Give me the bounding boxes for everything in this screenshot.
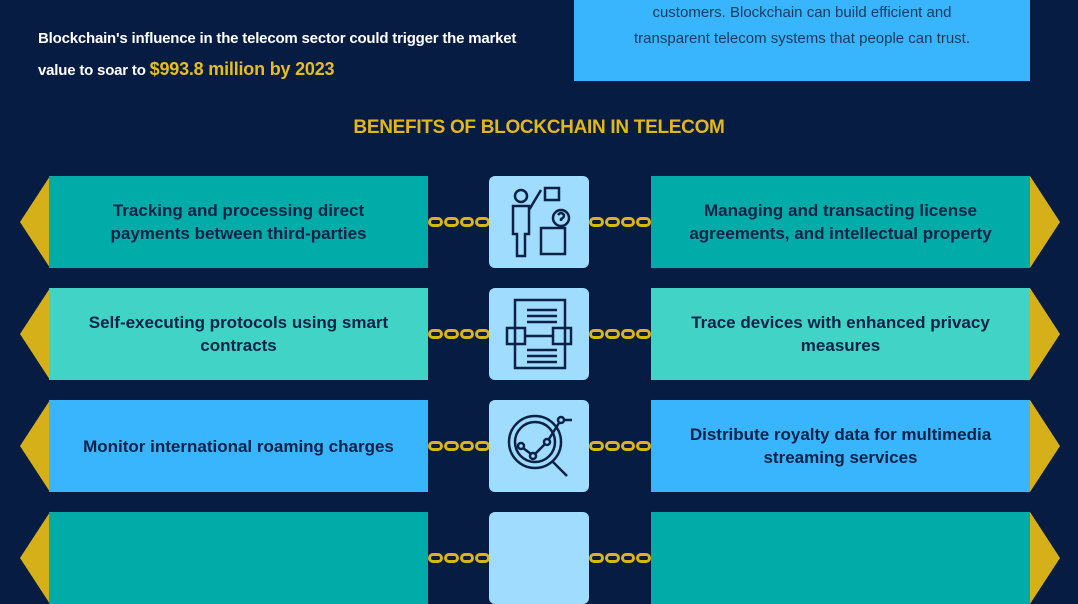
arrow-tip-left (20, 512, 50, 604)
benefit-right: Distribute royalty data for multimedia s… (651, 400, 1030, 492)
market-value-highlight: $993.8 million by 2023 (149, 59, 335, 79)
chain-icon (589, 216, 651, 228)
benefit-right: Trace devices with enhanced privacy meas… (651, 288, 1030, 380)
benefit-left: Monitor international roaming charges (49, 400, 428, 492)
chain-icon (428, 440, 490, 452)
chain-icon (428, 216, 490, 228)
arrow-tip-left (20, 400, 50, 492)
benefit-left (49, 512, 428, 604)
quote-box: customers. Blockchain can build efficien… (574, 0, 1030, 81)
benefit-left: Tracking and processing direct payments … (49, 176, 428, 268)
arrow-tip-left (20, 288, 50, 380)
chain-icon (589, 440, 651, 452)
person-puzzle-icon (489, 176, 589, 268)
quote-line-2: transparent telecom systems that people … (634, 30, 970, 47)
quote-line-1: customers. Blockchain can build efficien… (652, 4, 952, 21)
smart-contract-icon (489, 288, 589, 380)
arrow-tip-right (1030, 512, 1060, 604)
arrow-tip-right (1030, 176, 1060, 268)
arrow-tip-right (1030, 288, 1060, 380)
arrow-tip-right (1030, 400, 1060, 492)
benefit-left-text: Self-executing protocols using smart con… (88, 313, 389, 355)
benefit-right-text: Trace devices with enhanced privacy meas… (691, 313, 990, 355)
benefit-left-text: Tracking and processing direct payments … (110, 201, 367, 243)
benefit-right: Managing and transacting license agreeme… (651, 176, 1030, 268)
chain-icon (589, 552, 651, 564)
arrow-tip-left (20, 176, 50, 268)
chain-icon (428, 552, 490, 564)
benefit-right (651, 512, 1030, 604)
partial-icon (489, 512, 589, 604)
benefit-left: Self-executing protocols using smart con… (49, 288, 428, 380)
benefit-right-text: Distribute royalty data for multimedia s… (689, 425, 992, 467)
section-title: BENEFITS OF BLOCKCHAIN IN TELECOM (353, 117, 725, 138)
magnifier-chart-icon (489, 400, 589, 492)
benefit-left-text: Monitor international roaming charges (83, 436, 394, 456)
benefit-right-text: Managing and transacting license agreeme… (689, 201, 992, 243)
chain-icon (428, 328, 490, 340)
chain-icon (589, 328, 651, 340)
intro-text: Blockchain's influence in the telecom se… (38, 24, 548, 86)
intro-sentence: Blockchain's influence in the telecom se… (38, 30, 517, 79)
